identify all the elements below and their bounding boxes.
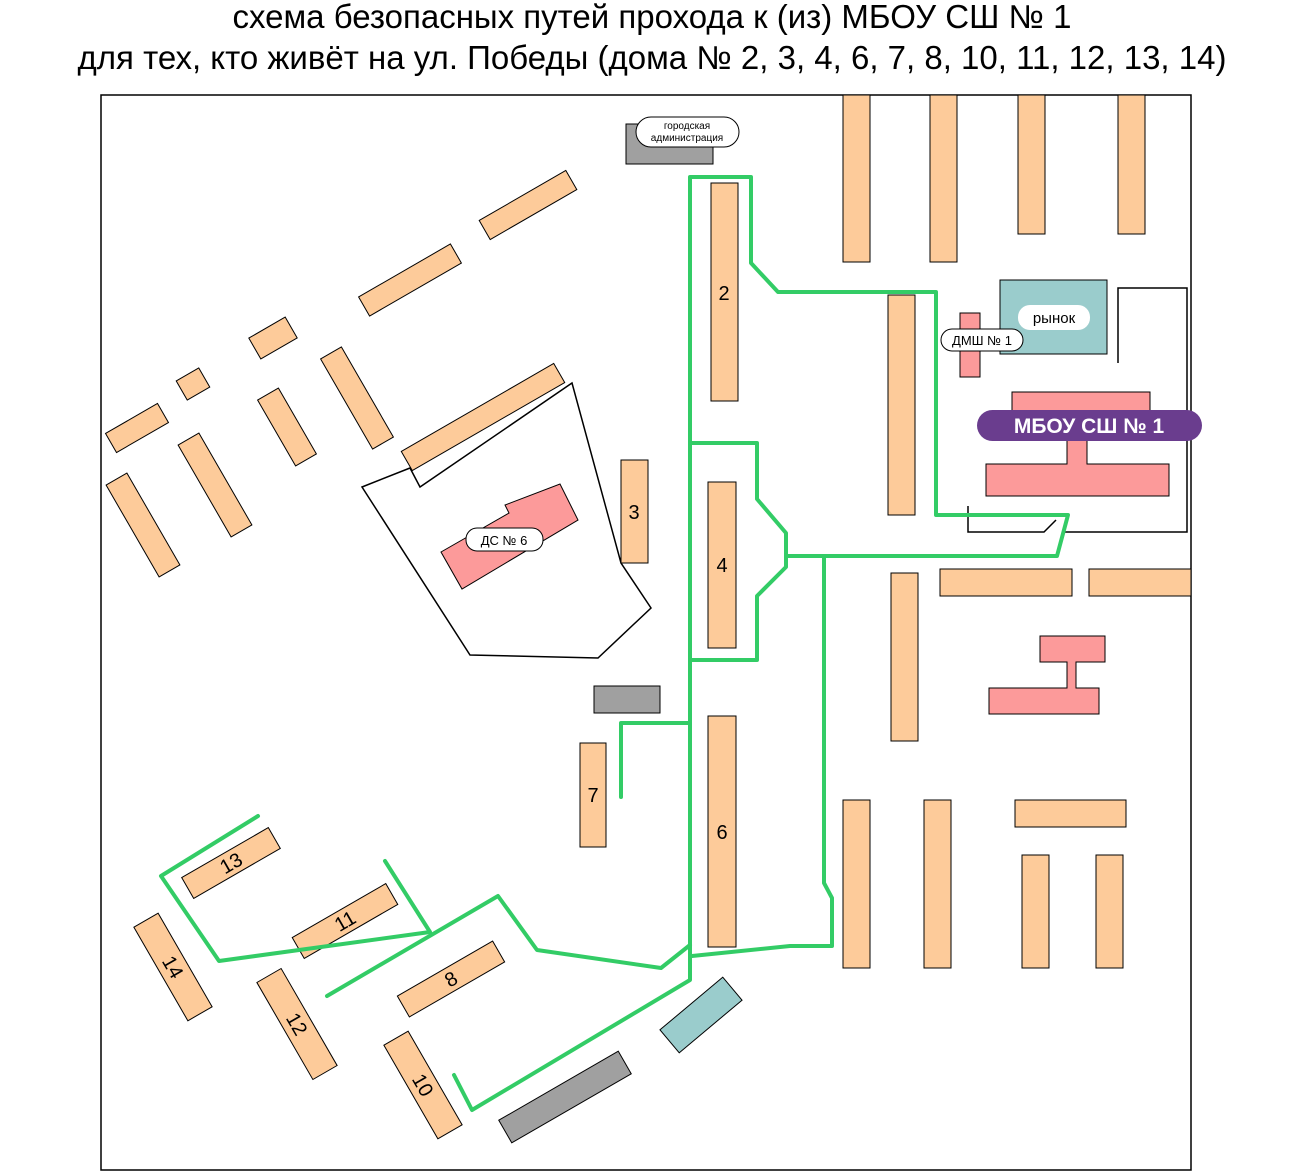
- safe-route-house-7: [619, 721, 692, 799]
- city-administration-label-bg: [635, 116, 740, 148]
- building: [887, 294, 916, 516]
- public-building: [988, 635, 1106, 715]
- building: [478, 169, 578, 241]
- school-building-north-wing: [1011, 391, 1151, 413]
- house-10: 10: [383, 1030, 463, 1140]
- safe-route-main-north: [688, 175, 1070, 964]
- house-14: 14: [133, 912, 213, 1022]
- garage: [498, 1050, 632, 1144]
- building: [105, 472, 181, 578]
- safe-route-loop-house-4: [688, 441, 788, 662]
- safe-route-south: [452, 958, 692, 1112]
- safe-route-east: [690, 554, 834, 958]
- house-2: [710, 182, 739, 402]
- building: [1095, 854, 1124, 969]
- house-3: [620, 459, 649, 564]
- building: [923, 799, 952, 969]
- kindergarten-label: ДС № 6: [481, 533, 528, 548]
- garage: [593, 685, 661, 714]
- school-building-main: [985, 439, 1170, 497]
- building: [357, 243, 463, 317]
- building: [1021, 854, 1050, 969]
- house-12: 12: [256, 967, 338, 1081]
- school-fence: [1062, 287, 1188, 533]
- building: [177, 432, 253, 538]
- building: [1088, 568, 1192, 597]
- house-8: 8: [396, 940, 506, 1018]
- building: [400, 362, 566, 472]
- music-school-label-bg: [940, 328, 1024, 352]
- safe-route-loop-houses-11-13: [159, 814, 432, 963]
- kiosk: [659, 976, 743, 1054]
- house-4: [707, 481, 737, 649]
- house-6: [707, 715, 737, 948]
- building: [256, 387, 318, 467]
- building: [842, 799, 871, 969]
- house-3-number: 3: [628, 502, 639, 524]
- market-label: рынок: [1033, 310, 1076, 327]
- school-label-bg: [977, 410, 1202, 441]
- music-school-label: ДМШ № 1: [952, 333, 1012, 348]
- map-title-line-1: схема безопасных путей прохода к (из) МБ…: [232, 0, 1072, 35]
- building: [248, 316, 298, 360]
- house-13: 13: [181, 826, 281, 900]
- school-label: МБОУ СШ № 1: [1014, 415, 1165, 438]
- map-frame: [100, 94, 1192, 1171]
- building: [175, 367, 211, 401]
- map-title-line-2: для тех, кто живёт на ул. Победы (дома №…: [77, 39, 1227, 76]
- house-7: [579, 742, 607, 848]
- house-4-number: 4: [716, 555, 727, 577]
- building: [319, 346, 395, 450]
- house-6-number: 6: [716, 822, 727, 844]
- house-7-number: 7: [587, 785, 598, 807]
- building: [842, 94, 871, 263]
- school-fence-west: [967, 506, 1057, 533]
- building: [929, 94, 958, 263]
- kindergarten-label-bg: [465, 527, 544, 552]
- building: [1017, 94, 1046, 235]
- building: [939, 568, 1073, 597]
- safe-route-west: [325, 894, 692, 998]
- city-administration-label-line-1: городская: [664, 121, 710, 132]
- building: [1014, 799, 1127, 828]
- building: [1117, 94, 1146, 235]
- city-administration-label-line-2: администрация: [651, 133, 723, 144]
- market-label-bg: [1018, 305, 1090, 330]
- building: [104, 402, 170, 454]
- building: [890, 572, 919, 742]
- house-2-number: 2: [718, 283, 729, 305]
- safe-routes: [159, 175, 1070, 1112]
